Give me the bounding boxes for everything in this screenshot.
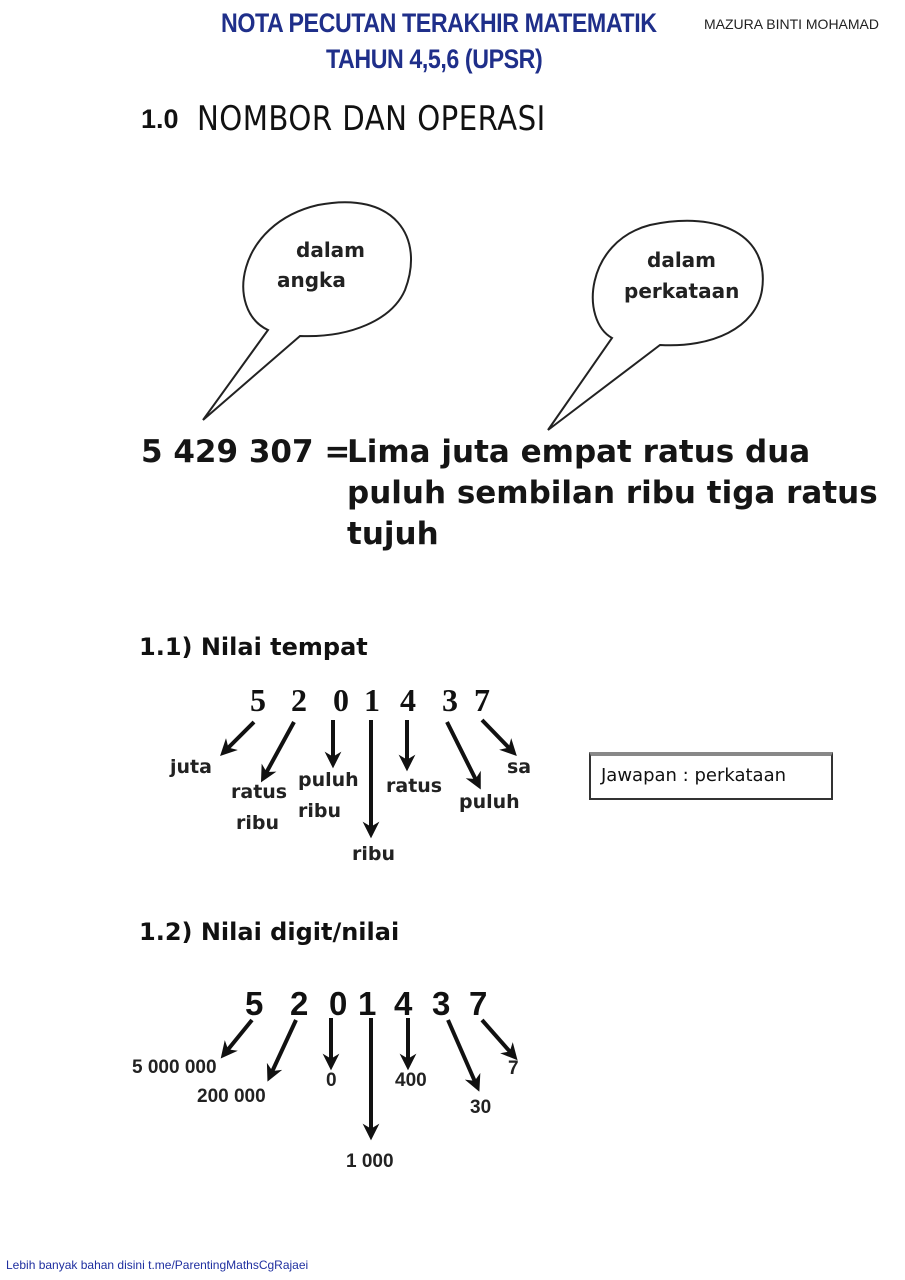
speech-bubble-left bbox=[202, 201, 412, 421]
bubble-right-line1: dalam bbox=[647, 248, 717, 272]
arrow-puluh bbox=[445, 721, 481, 790]
place-digit: 5 bbox=[250, 682, 266, 718]
example-number: 5 429 307 = bbox=[141, 434, 351, 470]
answer-box: Jawapan : perkataan bbox=[589, 752, 833, 800]
place-digit: 2 bbox=[291, 682, 307, 718]
place-digit: 3 bbox=[442, 682, 458, 718]
speech-bubble-right bbox=[547, 219, 764, 431]
arrow-juta bbox=[220, 720, 256, 756]
page-title: NOTA PECUTAN TERAKHIR MATEMATIK bbox=[221, 8, 657, 38]
bubble-left-line1: dalam bbox=[296, 238, 366, 262]
bubble-right-line2: perkataan bbox=[624, 279, 740, 303]
place-digit: 1 bbox=[364, 682, 380, 718]
place-digit: 0 bbox=[333, 682, 349, 718]
label-puluh: puluh bbox=[459, 791, 520, 813]
value-7: 7 bbox=[508, 1058, 519, 1079]
author-name: MAZURA BINTI MOHAMAD bbox=[704, 16, 880, 32]
arrow-sa bbox=[480, 718, 517, 757]
value-30: 30 bbox=[470, 1097, 492, 1118]
value-5000000: 5 000 000 bbox=[132, 1057, 217, 1078]
digit-value-heading: 1.2) Nilai digit/nilai bbox=[139, 918, 400, 946]
label-puluh-ribu-1: puluh bbox=[298, 769, 359, 791]
section-title: NOMBOR DAN OPERASI bbox=[197, 99, 546, 139]
page-subtitle: TAHUN 4,5,6 (UPSR) bbox=[326, 44, 543, 74]
bubble-left-line2: angka bbox=[277, 268, 346, 292]
label-juta: juta bbox=[170, 756, 212, 778]
place-value-arrows bbox=[220, 718, 517, 839]
label-ratus-ribu-1: ratus bbox=[231, 781, 288, 803]
example-words-line2: puluh sembilan ribu tiga ratus bbox=[347, 475, 878, 511]
digit-value-arrows bbox=[220, 1018, 518, 1141]
arrow-30 bbox=[446, 1019, 481, 1092]
section-number: 1.0 bbox=[141, 104, 179, 134]
label-ribu: ribu bbox=[352, 843, 396, 865]
example-words-line1: Lima juta empat ratus dua bbox=[347, 434, 811, 470]
value-digit: 4 bbox=[394, 985, 413, 1022]
label-ratus-ribu-2: ribu bbox=[236, 812, 280, 834]
label-sa: sa bbox=[507, 756, 532, 778]
label-puluh-ribu-2: ribu bbox=[298, 800, 342, 822]
answer-text: Jawapan : perkataan bbox=[601, 765, 787, 786]
value-digit: 3 bbox=[432, 985, 451, 1022]
arrow-5000000 bbox=[220, 1018, 254, 1059]
value-digit: 0 bbox=[329, 985, 348, 1022]
arrow-7 bbox=[480, 1018, 518, 1061]
place-digit: 4 bbox=[400, 682, 416, 718]
value-digit: 2 bbox=[290, 985, 309, 1022]
value-digit: 7 bbox=[469, 985, 488, 1022]
value-200000: 200 000 bbox=[197, 1086, 266, 1107]
value-digit: 1 bbox=[358, 985, 377, 1022]
value-400: 400 bbox=[395, 1070, 427, 1091]
place-digit: 7 bbox=[474, 682, 490, 718]
label-ratus: ratus bbox=[386, 775, 443, 797]
value-0: 0 bbox=[326, 1070, 337, 1091]
value-digit: 5 bbox=[245, 985, 264, 1022]
arrow-ratus-ribu bbox=[260, 721, 296, 783]
footer-link[interactable]: Lebih banyak bahan disini t.me/Parenting… bbox=[6, 1258, 309, 1272]
arrow-200000 bbox=[266, 1019, 298, 1082]
value-1000: 1 000 bbox=[346, 1151, 394, 1172]
place-value-heading: 1.1) Nilai tempat bbox=[139, 633, 368, 661]
example-words-line3: tujuh bbox=[347, 516, 439, 552]
